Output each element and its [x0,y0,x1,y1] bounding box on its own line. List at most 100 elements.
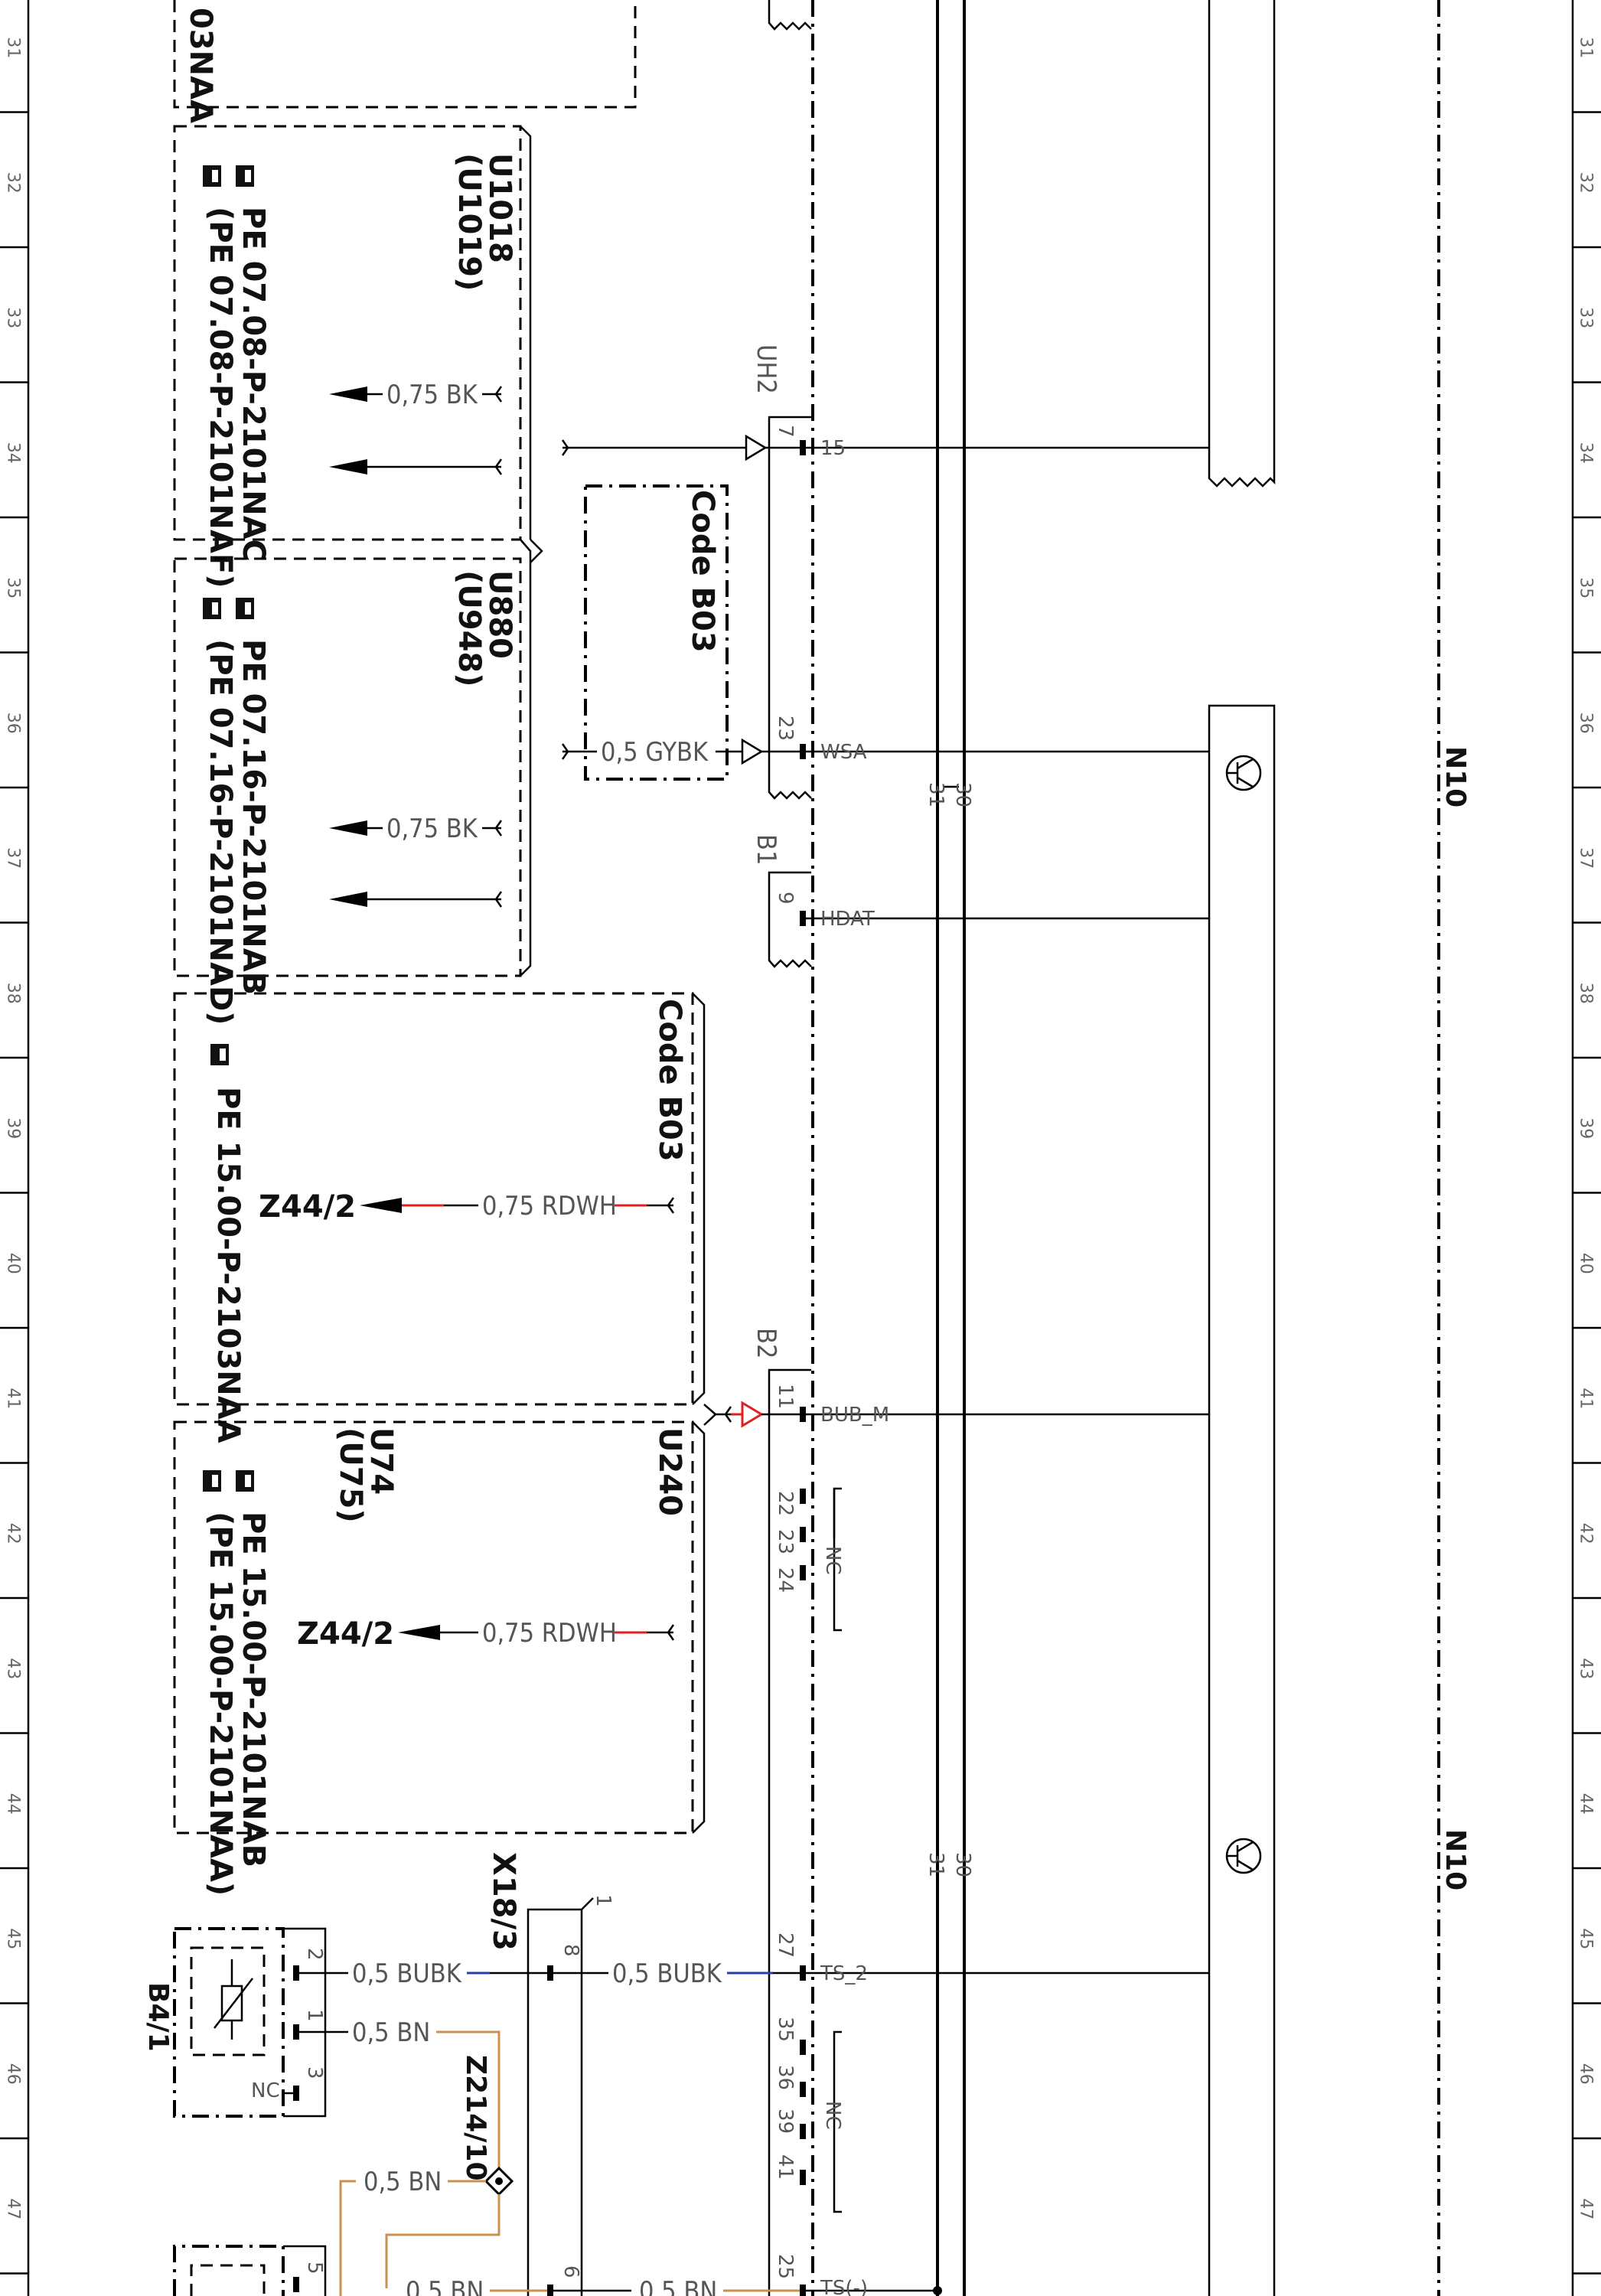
box-u240: U240 U74 (U75) PE 15.00-P-2101NAB (PE 15… [173,1420,706,1896]
pin-wsa: WSA [820,741,867,764]
hand-pointer-icon [236,165,254,187]
grid-number: 47 [4,2198,23,2219]
u1019-label: (U1019) [452,153,487,291]
hand-pointer-icon [236,1470,254,1492]
brace-connector [530,539,543,563]
grid-number: 40 [1577,1253,1596,1274]
pin-22: 22 [774,1491,797,1516]
bubk-right-label: 0,5 BUBK [612,1958,722,1989]
connector-arrow-icon [741,1401,764,1428]
connector-arrow-icon [745,434,768,461]
pin-bub-m: BUB_M [820,1404,889,1427]
uh2-label: UH2 [751,344,781,394]
module-n10: N10 N10 [1208,0,1471,2296]
grid-number: 46 [1577,2063,1596,2085]
pin-ts-neg: TS(-) [820,2277,868,2296]
hand-pointer-icon [210,1044,229,1065]
pin-7: 7 [774,425,797,438]
transistor-icon [1225,755,1262,791]
pin-11: 11 [774,1384,797,1409]
grid-number: 32 [4,172,23,194]
code-b03-big-title: Code B03 [652,999,687,1162]
x18-3-pin-top: 1 [592,1894,615,1907]
bus-31-label-b: 31 [924,1852,947,1877]
bn-label-2: 0,5 BN [364,2167,442,2197]
grid-number: 38 [1577,983,1596,1004]
wire-bn: 0,5 BN Z214/10 0,5 BN 0,5 BN 0,5 BN [299,2017,800,2296]
arrow-left-icon [398,1625,440,1640]
arrow-left-icon [360,1198,402,1213]
box-code-b03-big: Code B03 PE 15.00-P-2103NAA Z44/2 0,75 R… [173,992,706,1443]
grid-number: 38 [4,983,23,1004]
z44-2-label-a: Z44/2 [259,1189,356,1225]
grid-number: 31 [1577,37,1596,58]
hand-pointer-icon [203,165,221,187]
nc-label-2: NC [821,2101,844,2130]
grid-number: 41 [1577,1388,1596,1409]
u240-ref2: (PE 15.00-P-2101NAA) [203,1512,238,1896]
grid-number: 41 [4,1388,23,1409]
hand-pointer-icon [236,598,254,619]
pin-36: 36 [774,2065,797,2090]
grid-number: 44 [4,1793,23,1815]
grid-number: 32 [1577,172,1596,194]
grid-number: 31 [4,37,23,58]
b4-pin-3: 3 [303,2066,326,2079]
pin-35: 35 [774,2017,797,2042]
pin-15: 15 [820,437,846,460]
grid-number: 46 [4,2063,23,2085]
pin-25: 25 [774,2254,797,2279]
u74-label: U74 [364,1427,399,1495]
pin-23b: 23 [774,1529,797,1554]
bn-label-3: 0,5 BN [406,2276,484,2296]
grid-number: 45 [1577,1928,1596,1949]
hand-pointer-icon [203,1470,221,1492]
box-u880: U880 (U948) PE 07.16-P-2101NAB (PE 07.16… [173,539,532,1025]
bn-label-4: 0,5 BN [639,2276,717,2296]
u1018-wire-label: 0,75 BK [386,380,478,410]
grid-number: 37 [1577,847,1596,869]
box-top-fragment: 03NAA [173,0,637,123]
pin-23: 23 [774,716,797,741]
nc-label-1: NC [821,1546,844,1575]
wire-bubk: 0,5 BUBK 0,5 BUBK [295,1958,800,1989]
n10-label-a: N10 [1440,746,1471,807]
sensor-b4-1: B4/1 2 1 3 NC 5 [142,1927,327,2296]
u880-ref1: PE 07.16-P-2101NAB [236,639,271,995]
b4-1-label: B4/1 [142,1982,174,2052]
grid-number: 47 [1577,2198,1596,2219]
connector-housings: UH2 B1 B2 [751,0,812,2296]
box-code-b03-small: Code B03 0,5 GYBK [561,484,764,781]
grid-number: 40 [4,1253,23,1274]
grid-number: 45 [4,1928,23,1949]
top-fragment-label: 03NAA [183,8,218,123]
u1018-label: U1018 [482,153,517,263]
u75-label: (U75) [333,1427,368,1523]
grid-number: 36 [1577,713,1596,734]
bus-30-label-a: 30 [951,782,974,807]
wire-uh2-7 [561,439,746,456]
code-b03-small-title: Code B03 [685,490,720,653]
arrow-left-icon [329,386,367,402]
pin-hdat: HDAT [820,908,875,931]
grid-number: 42 [1577,1523,1596,1544]
pin-ts-2: TS_2 [820,1962,868,1985]
pin-24: 24 [774,1567,797,1593]
b4-pin-5: 5 [303,2262,326,2275]
arrow-left-icon [329,820,367,836]
x18-3-label: X18/3 [486,1852,521,1951]
grid-number: 42 [4,1523,23,1544]
b4-pin-1: 1 [303,2009,326,2022]
resistor-icon [214,1959,253,2040]
arrow-left-icon [329,892,367,907]
grid-number: 43 [1577,1658,1596,1679]
u880-ref2: (PE 07.16-P-2101NAD) [203,639,238,1025]
grid-number: 33 [1577,307,1596,328]
grid-number: 37 [4,847,23,869]
grid-number: 36 [4,713,23,734]
connector-arrow-icon [741,738,764,765]
b2-label: B2 [751,1328,781,1358]
x18-pin-6: 6 [559,2265,582,2278]
